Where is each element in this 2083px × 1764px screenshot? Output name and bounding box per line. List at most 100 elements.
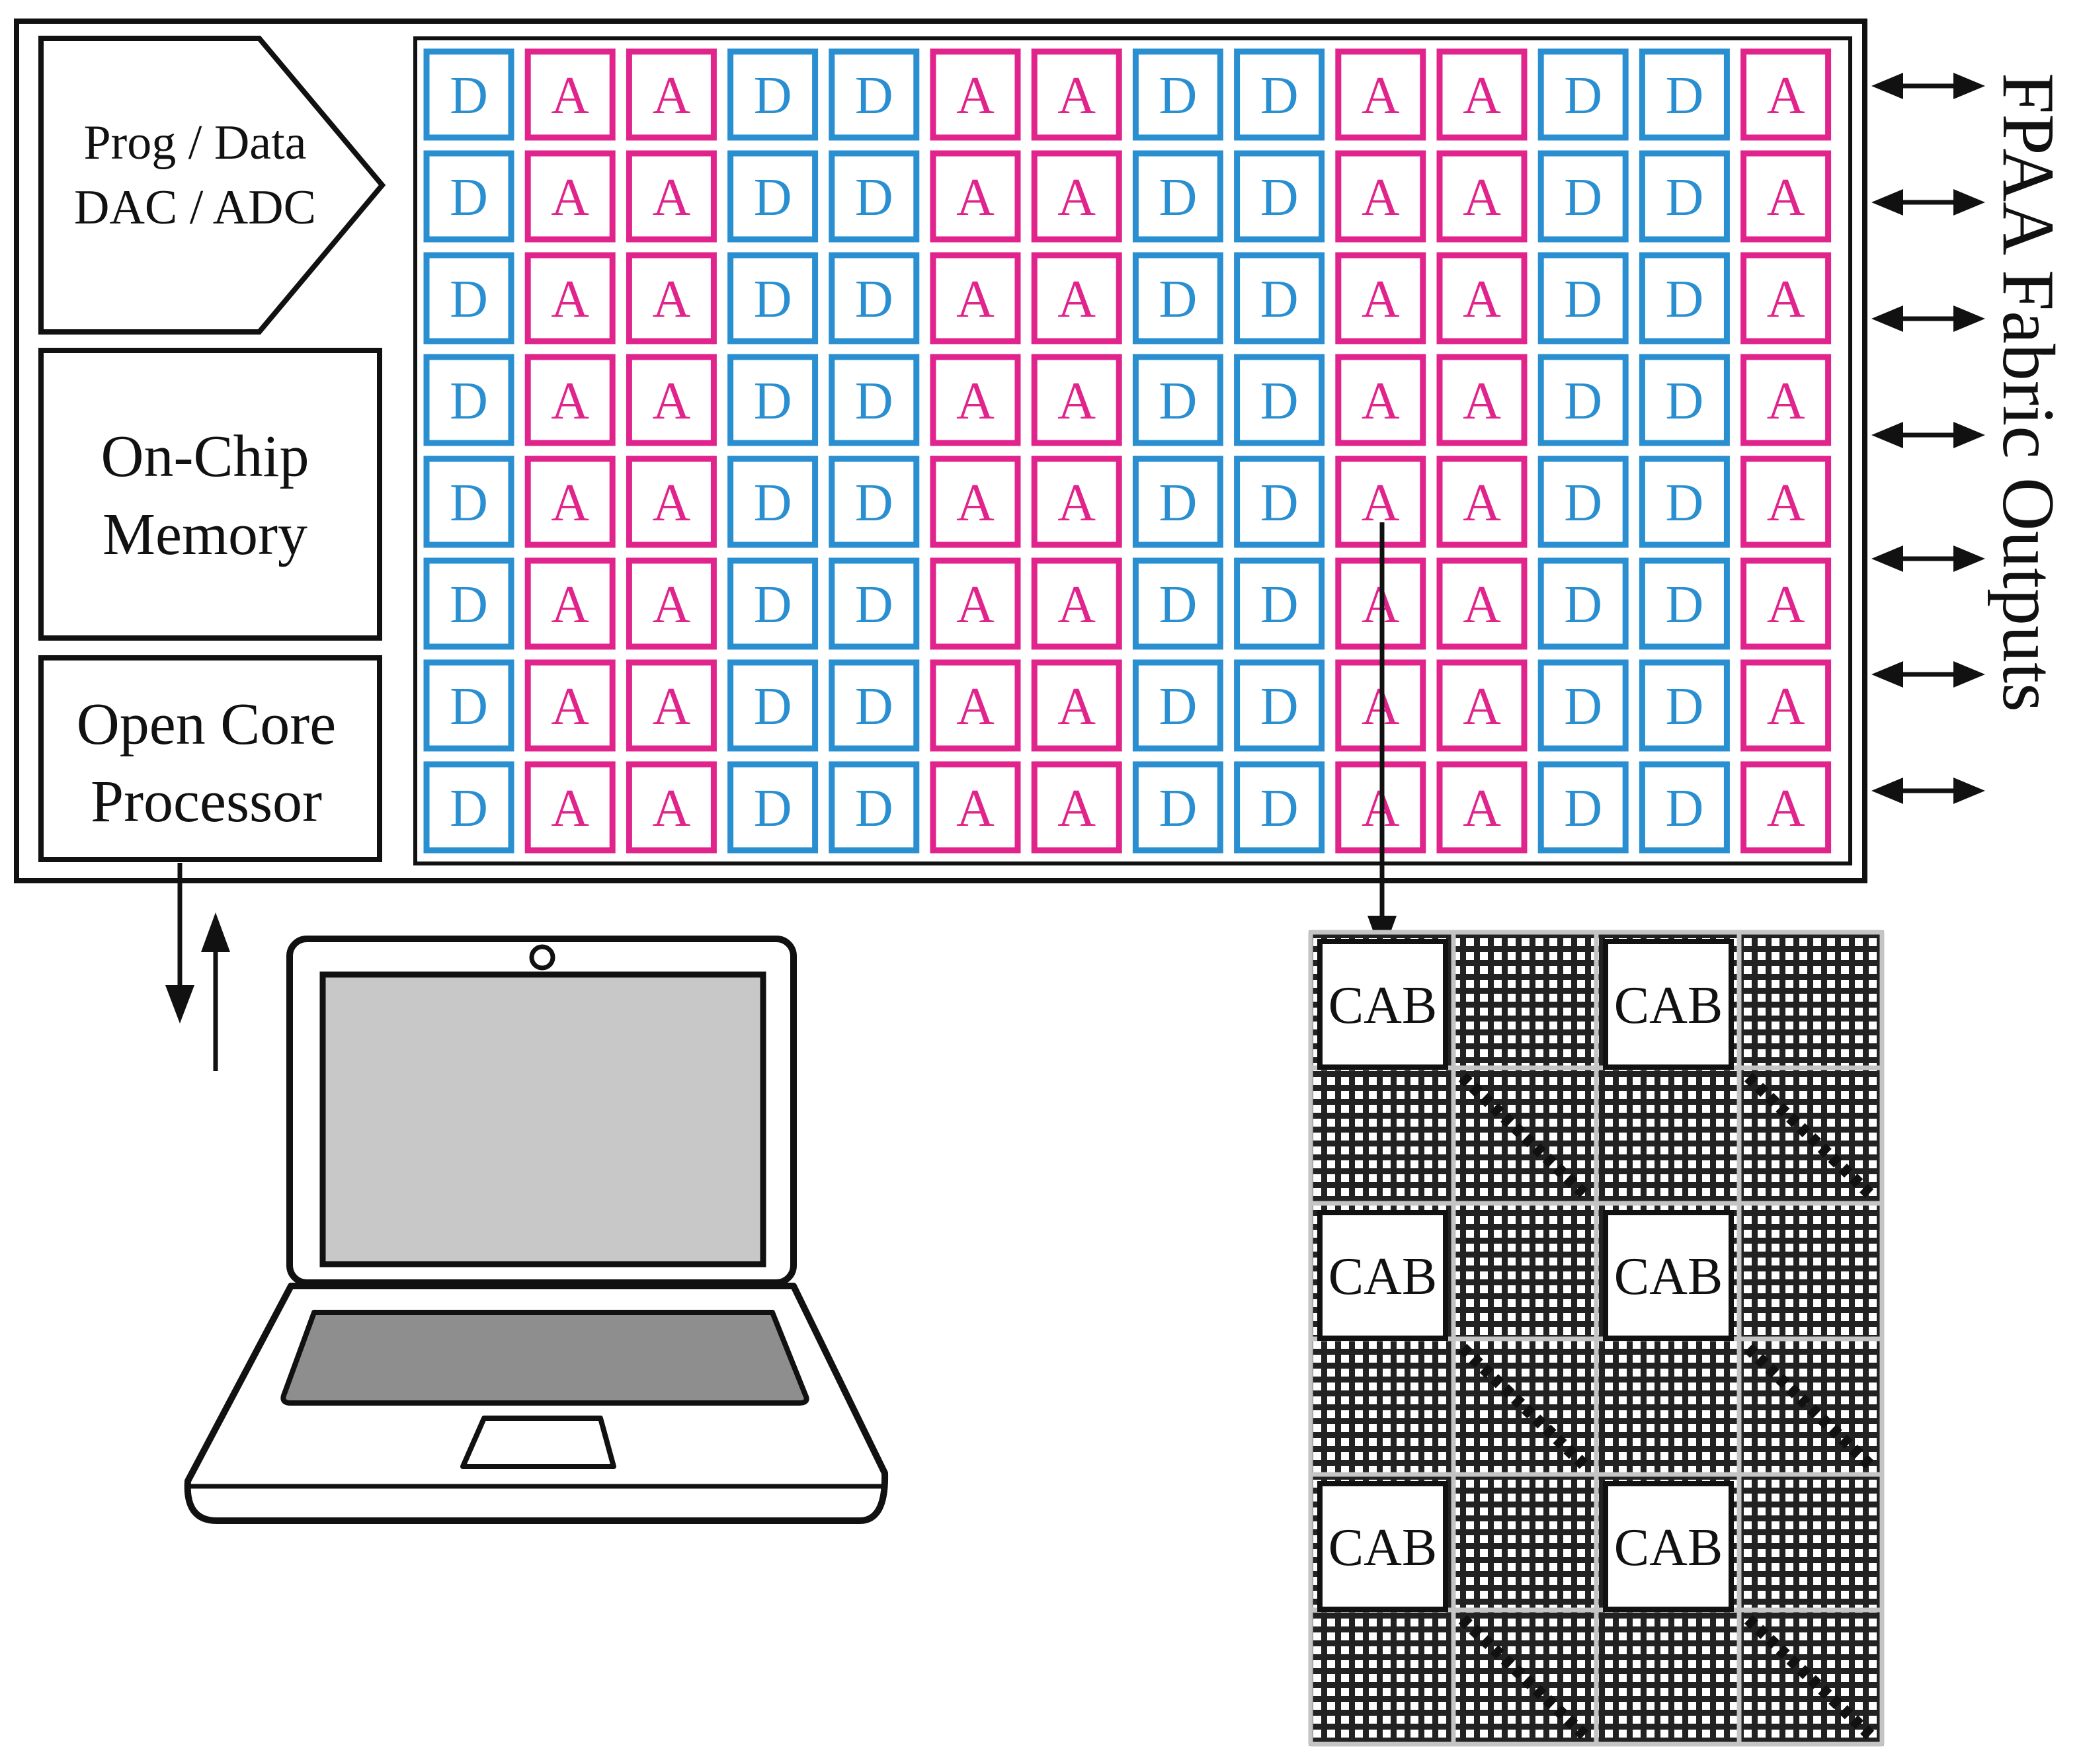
cell-border	[1335, 252, 1426, 344]
cell-border	[524, 48, 616, 141]
digital-cell: D	[1132, 659, 1223, 752]
cell-border	[1031, 354, 1122, 446]
digital-cell: D	[423, 48, 514, 141]
cell-letter: D	[1159, 270, 1198, 329]
laptop-keyboard	[280, 1310, 809, 1406]
bidirectional-arrow-icon	[1871, 189, 1985, 216]
cell-letter: D	[754, 67, 792, 125]
cell-border	[829, 659, 920, 752]
cell-border	[1132, 354, 1223, 446]
digital-cell: D	[423, 456, 514, 548]
cell-letter: A	[551, 576, 589, 634]
analog-cell: A	[930, 354, 1021, 446]
digital-cell: D	[1132, 48, 1223, 141]
analog-cell: A	[524, 354, 616, 446]
cell-border	[930, 354, 1021, 446]
fpaa-fabric-region	[413, 36, 1852, 865]
cell-border	[423, 456, 514, 548]
cell-letter: A	[1463, 169, 1501, 227]
cell-letter: A	[1463, 780, 1501, 838]
analog-cell: A	[626, 761, 717, 854]
digital-cell: D	[1132, 252, 1223, 344]
cell-border	[1031, 761, 1122, 854]
cell-letter: A	[551, 372, 589, 430]
cell-border	[1436, 150, 1528, 243]
digital-cell: D	[1639, 557, 1730, 650]
cell-border	[626, 761, 717, 854]
cell-letter: D	[1260, 474, 1299, 532]
cell-border	[524, 659, 616, 752]
cell-letter: D	[1159, 169, 1198, 227]
cell-border	[727, 354, 819, 446]
cell-border	[930, 761, 1021, 854]
cell-border	[1436, 557, 1528, 650]
analog-cell: A	[1031, 252, 1122, 344]
fpaa-chip-outline	[14, 19, 1867, 883]
analog-cell: A	[1436, 659, 1528, 752]
digital-cell: D	[1537, 456, 1629, 548]
cell-letter: D	[754, 576, 792, 634]
cell-letter: A	[1057, 67, 1096, 125]
digital-cell: D	[1537, 48, 1629, 141]
analog-cell: A	[930, 48, 1021, 141]
cell-border	[1234, 659, 1325, 752]
fabric-outputs-label: FPAA Fabric Outputs	[1987, 73, 2069, 712]
cell-border	[829, 150, 920, 243]
laptop-screen	[319, 971, 766, 1267]
cell-border	[1639, 557, 1730, 650]
cab-label: CAB	[1614, 977, 1723, 1035]
analog-cell: A	[1335, 252, 1426, 344]
cell-letter: A	[956, 576, 995, 634]
cell-letter: A	[551, 67, 589, 125]
analog-cell: A	[1436, 252, 1528, 344]
cell-border	[829, 252, 920, 344]
analog-cell: A	[524, 761, 616, 854]
cell-border	[1031, 557, 1122, 650]
bidirectional-arrow-icon	[1871, 778, 1985, 804]
cell-border	[1740, 659, 1832, 752]
digital-cell: D	[423, 252, 514, 344]
analog-cell: A	[930, 557, 1021, 650]
cell-letter: A	[1767, 780, 1805, 838]
digital-cell: D	[1537, 659, 1629, 752]
dac-adc-label-line2: DAC / ADC	[74, 180, 316, 235]
digital-cell: D	[1132, 557, 1223, 650]
analog-cell: A	[1436, 48, 1528, 141]
cell-letter: D	[1159, 576, 1198, 634]
cell-border	[1740, 354, 1832, 446]
cell-border	[829, 557, 920, 650]
digital-cell: D	[1234, 354, 1325, 446]
analog-cell: A	[524, 150, 616, 243]
cell-border	[1537, 354, 1629, 446]
cell-letter: D	[1564, 169, 1602, 227]
analog-cell: A	[524, 48, 616, 141]
cell-border	[1335, 354, 1426, 446]
digital-cell: D	[727, 761, 819, 854]
cell-letter: A	[956, 169, 995, 227]
cell-border	[930, 252, 1021, 344]
digital-cell: D	[727, 557, 819, 650]
digital-cell: D	[1639, 48, 1730, 141]
cell-letter: A	[551, 270, 589, 329]
digital-cell: D	[1537, 150, 1629, 243]
cell-letter: A	[1463, 372, 1501, 430]
cell-border	[1639, 354, 1730, 446]
cell-border	[1031, 252, 1122, 344]
cab-block: CAB	[1317, 1481, 1448, 1612]
cell-letter: D	[450, 372, 488, 430]
analog-cell: A	[524, 557, 616, 650]
cell-letter: A	[1057, 678, 1096, 736]
analog-cell: A	[930, 456, 1021, 548]
cell-letter: D	[450, 678, 488, 736]
cell-border	[930, 456, 1021, 548]
cell-letter: D	[450, 270, 488, 329]
cell-letter: A	[653, 67, 691, 125]
cell-letter: A	[1057, 372, 1096, 430]
cell-letter: A	[956, 780, 995, 838]
cell-letter: D	[754, 474, 792, 532]
open-core-processor-block	[38, 655, 382, 862]
bidirectional-arrow-icon	[1871, 422, 1985, 448]
cell-border	[626, 150, 717, 243]
cell-letter: A	[1767, 474, 1805, 532]
